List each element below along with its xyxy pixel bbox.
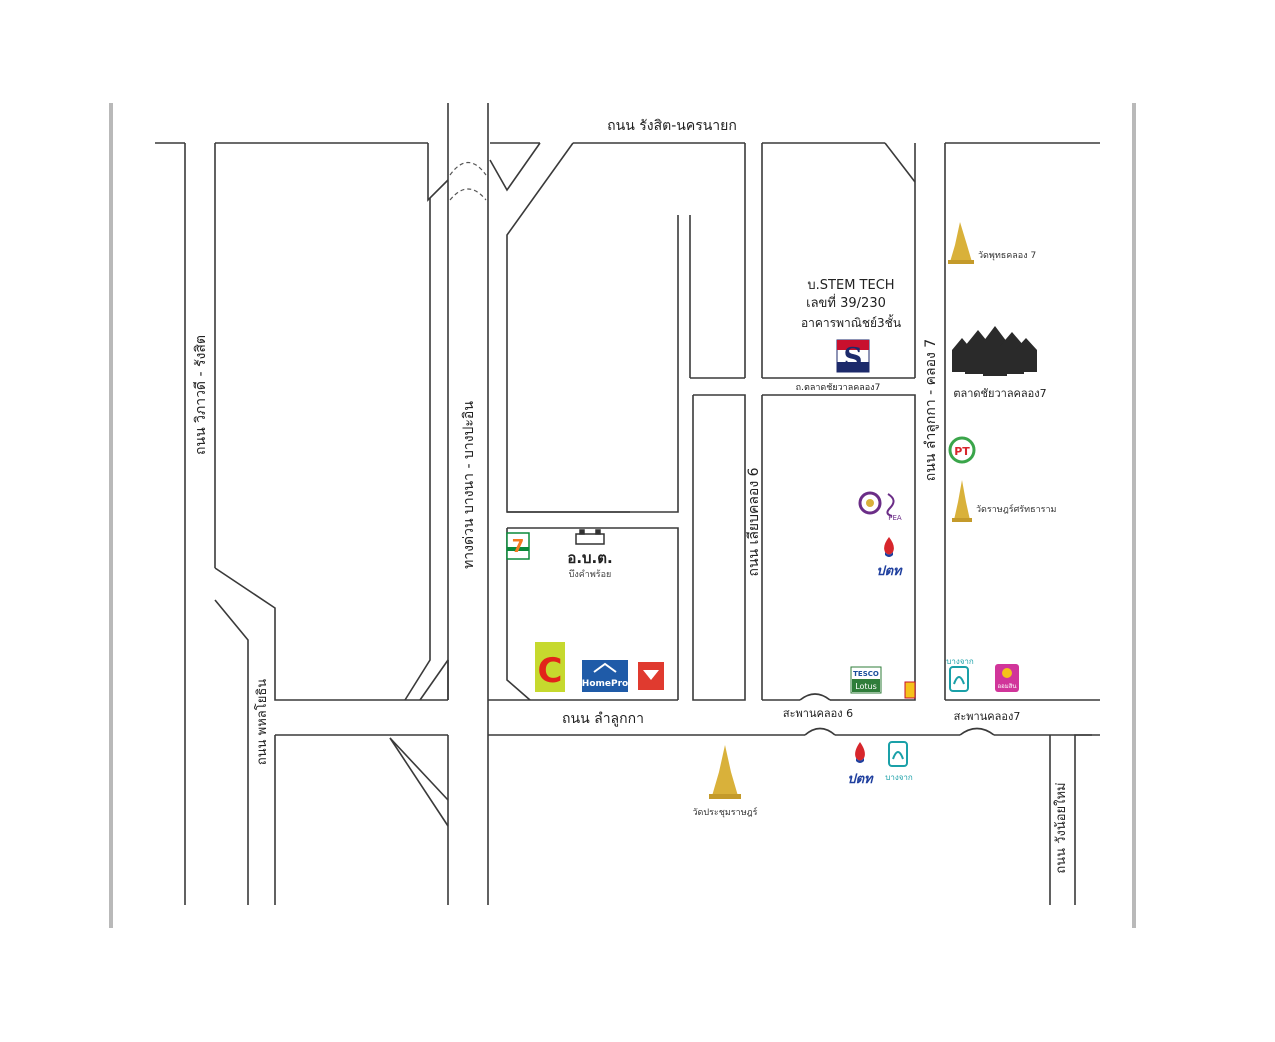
road-label-liap-khlong-6: ถนน เลียบคลอง 6: [746, 467, 762, 576]
road-label-lam-luk-ka: ถนน ลำลูกกา: [562, 711, 644, 727]
bigc-logo-icon: [535, 642, 565, 692]
temple-right-label: วัดราษฎร์ศรัทธาราม: [976, 503, 1057, 515]
ptt-station-lower: ปตท: [847, 742, 874, 787]
tesco-lotus-store: TESCO Lotus: [850, 666, 882, 694]
temple-khlong7: วัดพุทธคลอง 7: [948, 222, 1036, 264]
road-label-talat-soi: ถ.ตลาดชัยวาลคลอง7: [796, 383, 881, 393]
temple-bottom: วัดประชุมราษฎร์: [692, 745, 758, 818]
obt-title: อ.บ.ต.: [567, 549, 612, 567]
aomsin-bank: ออมสิน: [995, 664, 1019, 692]
ptt-station-upper: ปตท: [876, 537, 903, 579]
bridge-khlong-6-label: สะพานคลอง 6: [783, 707, 853, 720]
temple-right: วัดราษฎร์ศรัทธาราม: [952, 480, 1057, 522]
pea-logo-icon: [886, 493, 895, 517]
small-shop-icon: [904, 681, 916, 699]
map-frame: [109, 103, 1136, 928]
market-label: ตลาดชัยวาลคลอง7: [953, 387, 1046, 400]
homepro-logo-icon: [582, 660, 628, 692]
office-address: เลขที่ 39/230: [806, 294, 886, 311]
road-label-phahon-yothin: ถนน พหลโยธิน: [254, 679, 270, 765]
homepro-store: HomePro: [582, 660, 628, 692]
road-label-lam-luk-ka-khlong-7: ถนน ลำลูกกา - คลอง 7: [923, 339, 939, 481]
road-label-expressway: ทางด่วน บางนา - บางปะอิน: [461, 401, 477, 569]
bangchak-upper-label: บางจาก: [946, 657, 974, 666]
road-label-rangsit-nakhon-nayok: ถนน รังสิต-นครนายก: [607, 118, 737, 134]
office-name: บ.STEM TECH: [807, 278, 894, 293]
stem-tech-logo-letter: S: [844, 343, 863, 373]
ptt-upper-label: ปตท: [876, 564, 903, 579]
bangchak-station-upper: บางจาก: [946, 657, 974, 692]
stem-tech-logo-icon: S: [836, 339, 870, 373]
market-houses-icon: [952, 326, 1037, 376]
bangchak-station-lower: บางจาก: [885, 741, 913, 782]
tesco-label: TESCO: [853, 670, 879, 678]
bangchak-lower-logo-icon: [888, 741, 908, 767]
pea-office: PEA: [858, 491, 902, 522]
obt-subtitle: บึงคำพร้อย: [569, 569, 612, 580]
temple-icon: [954, 480, 970, 520]
temple-bottom-label: วัดประชุมราษฎร์: [692, 806, 757, 818]
market: ตลาดชัยวาลคลอง7: [952, 326, 1047, 400]
ptt-flame-icon: [884, 537, 894, 555]
ptt-flame-icon: [855, 742, 865, 761]
aomsin-label: ออมสิน: [998, 683, 1017, 690]
office-stem-tech: บ.STEM TECH เลขที่ 39/230 อาคารพาณิชย์3ช…: [801, 278, 901, 373]
seven-eleven-logo-icon: [506, 532, 530, 560]
temple-icon: [950, 222, 972, 262]
road-network: [155, 103, 1100, 905]
road-label-rangsit-mai: ถนน วังน้อยใหม่: [1053, 782, 1069, 873]
seven-eleven-logo-text: 7: [512, 536, 525, 557]
red-store: [638, 662, 664, 690]
pt-logo-icon: [948, 436, 976, 464]
temple-icon: [712, 745, 738, 796]
bangchak-upper-logo-icon: [949, 666, 969, 692]
obt-office: อ.บ.ต. บึงคำพร้อย: [567, 529, 613, 580]
road-label-wiphawadi: ถนน วิภาวดี - รังสิต: [193, 335, 209, 455]
obt-building-icon: [575, 529, 605, 545]
bigc-logo-text: C: [538, 651, 563, 691]
pt-station: PT: [948, 436, 976, 464]
bridge-khlong-7-label: สะพานคลอง7: [954, 710, 1021, 723]
homepro-logo-text: HomePro: [582, 679, 628, 689]
ptt-lower-label: ปตท: [847, 772, 874, 787]
pea-logo-text: PEA: [888, 514, 902, 522]
pt-logo-text: PT: [954, 445, 970, 458]
bangchak-lower-label: บางจาก: [885, 773, 913, 782]
temple-khlong7-label: วัดพุทธคลอง 7: [978, 251, 1036, 261]
seven-eleven-store: 7: [506, 532, 530, 560]
office-building: อาคารพาณิชย์3ชั้น: [801, 314, 901, 330]
bigc-store: C: [535, 642, 565, 692]
lotus-label: Lotus: [855, 682, 877, 691]
